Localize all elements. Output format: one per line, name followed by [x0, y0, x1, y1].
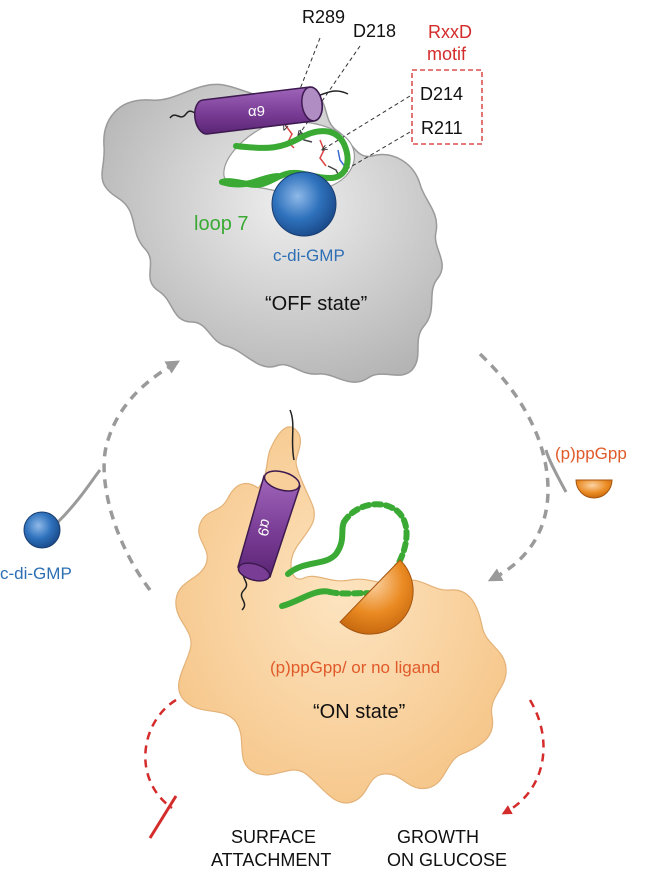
ppgpp-half-right [575, 479, 613, 499]
arrow-on-to-off [102, 360, 181, 592]
alpha9-bottom-label: α9 [253, 517, 274, 538]
activate-arrow [501, 699, 545, 815]
cycle-arrows [102, 352, 550, 592]
cdigmp-top-label: c-di-GMP [273, 246, 345, 265]
growth-glucose-line1: GROWTH [397, 827, 479, 847]
loop7-label: loop 7 [194, 213, 249, 235]
on-state-group [175, 426, 507, 804]
helix-alpha9-top: α9 [169, 86, 349, 135]
surface-attachment-line1: SURFACE [231, 827, 316, 847]
rxxd-motif-box [411, 69, 483, 145]
inhibit-bar [148, 795, 178, 839]
off-state-label: “OFF state” [265, 293, 367, 315]
surface-attachment-line2: ATTACHMENT [211, 850, 331, 870]
cdigmp-left-label: c-di-GMP [0, 564, 72, 583]
residue-d214-label: D214 [420, 84, 463, 104]
cdigmp-sphere-left [23, 511, 61, 549]
outcome-arrows [144, 698, 545, 815]
ppgpp-right-tail [544, 449, 568, 493]
ppgpp-bottom-label: (p)ppGpp/ or no ligand [270, 658, 440, 677]
cdigmp-sphere-top [271, 171, 337, 237]
inhibit-arrow [144, 698, 177, 810]
ppgpp-half-bottom [339, 559, 414, 635]
off-state-protein [101, 83, 443, 383]
alpha9-top-label: α9 [248, 103, 265, 120]
helix-alpha9-bottom: α9 [237, 409, 301, 611]
on-state-protein [175, 426, 507, 804]
residue-r289-label: R289 [302, 7, 345, 27]
rxxd-motif-subtitle: motif [427, 44, 467, 64]
on-state-label: “ON state” [313, 701, 405, 723]
off-state-group [101, 83, 443, 383]
growth-glucose-line2: ON GLUCOSE [387, 850, 507, 870]
rxxd-motif-title: RxxD [428, 22, 472, 42]
ppgpp-right-label: (p)ppGpp [555, 444, 627, 463]
residue-r211-label: R211 [421, 118, 463, 138]
cdigmp-left-tail [56, 469, 102, 524]
arrow-off-to-on [478, 352, 550, 582]
residue-d218-label: D218 [353, 21, 396, 41]
